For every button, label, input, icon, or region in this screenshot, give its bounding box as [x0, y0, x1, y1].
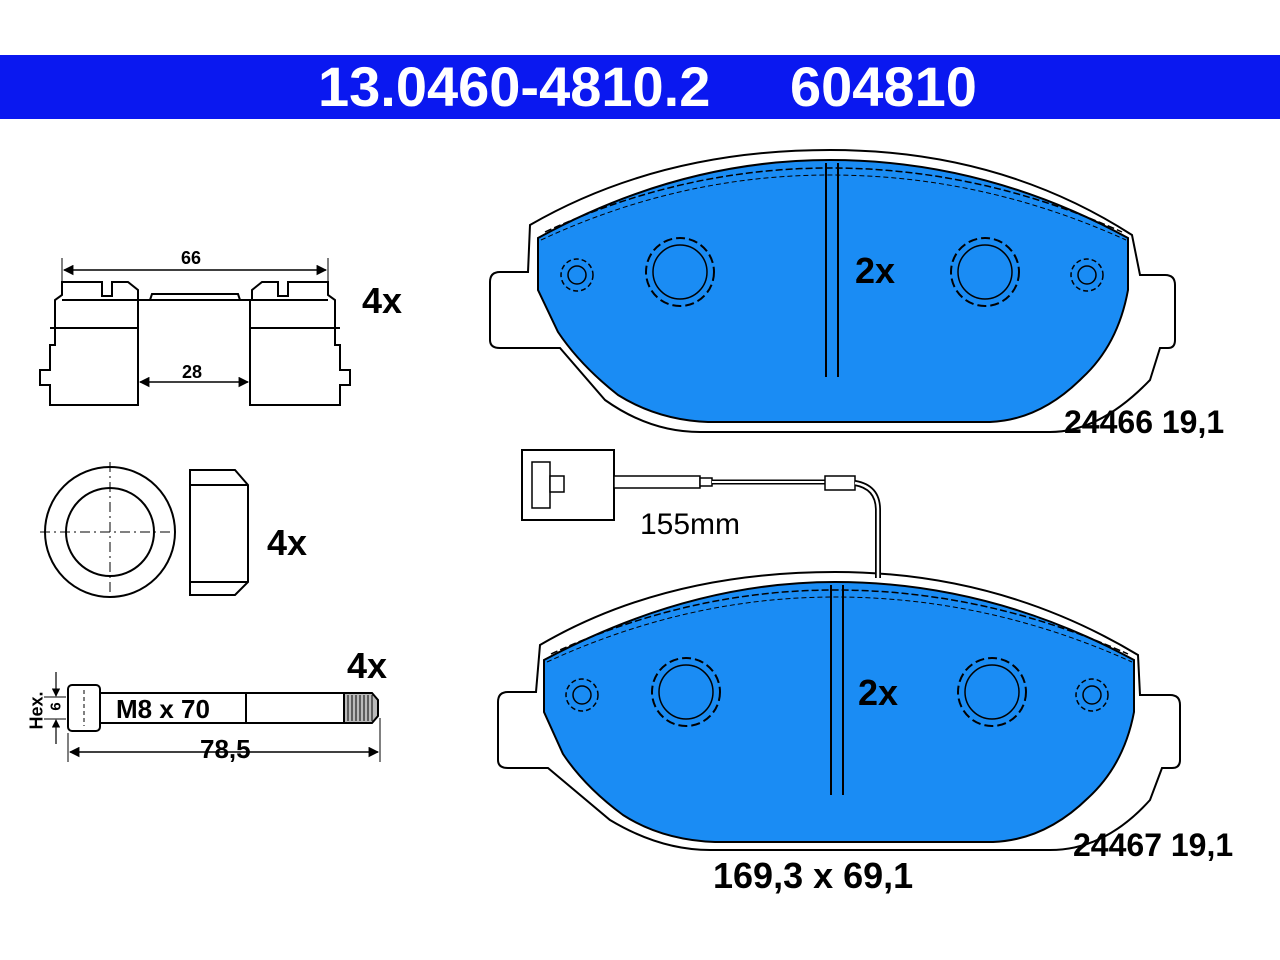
brake-pad-top: [489, 148, 1176, 433]
clip-inner-label: 28: [182, 362, 203, 382]
retaining-clip: [39, 281, 351, 406]
pad-dimensions-label: 169,3 x 69,1: [713, 855, 914, 896]
hex-label: Hex.: [26, 691, 47, 730]
bolt-quantity: 4x: [347, 645, 388, 686]
header-bar: 13.0460-4810.2 604810: [0, 55, 1280, 119]
clip-width-label: 66: [181, 248, 202, 268]
guide-bushing: [40, 462, 249, 602]
bolt-length-label: 78,5: [200, 734, 251, 764]
hex-size-label: 6: [47, 702, 65, 711]
bolt-thread-label: M8 x 70: [116, 694, 210, 724]
reference-number: 604810: [790, 55, 977, 118]
wear-sensor: [521, 449, 881, 578]
pad-bottom-quantity: 2x: [858, 672, 899, 713]
guide-bolt: [67, 684, 379, 732]
pad-top-code: 24466 19,1: [1064, 404, 1225, 440]
bushing-quantity: 4x: [267, 522, 308, 563]
clip-quantity: 4x: [362, 280, 403, 321]
pad-bottom-code: 24467 19,1: [1073, 827, 1234, 863]
pad-top-quantity: 2x: [855, 250, 896, 291]
brake-pad-bottom: [497, 570, 1181, 851]
part-number: 13.0460-4810.2: [318, 55, 711, 118]
sensor-length-label: 155mm: [640, 508, 741, 541]
